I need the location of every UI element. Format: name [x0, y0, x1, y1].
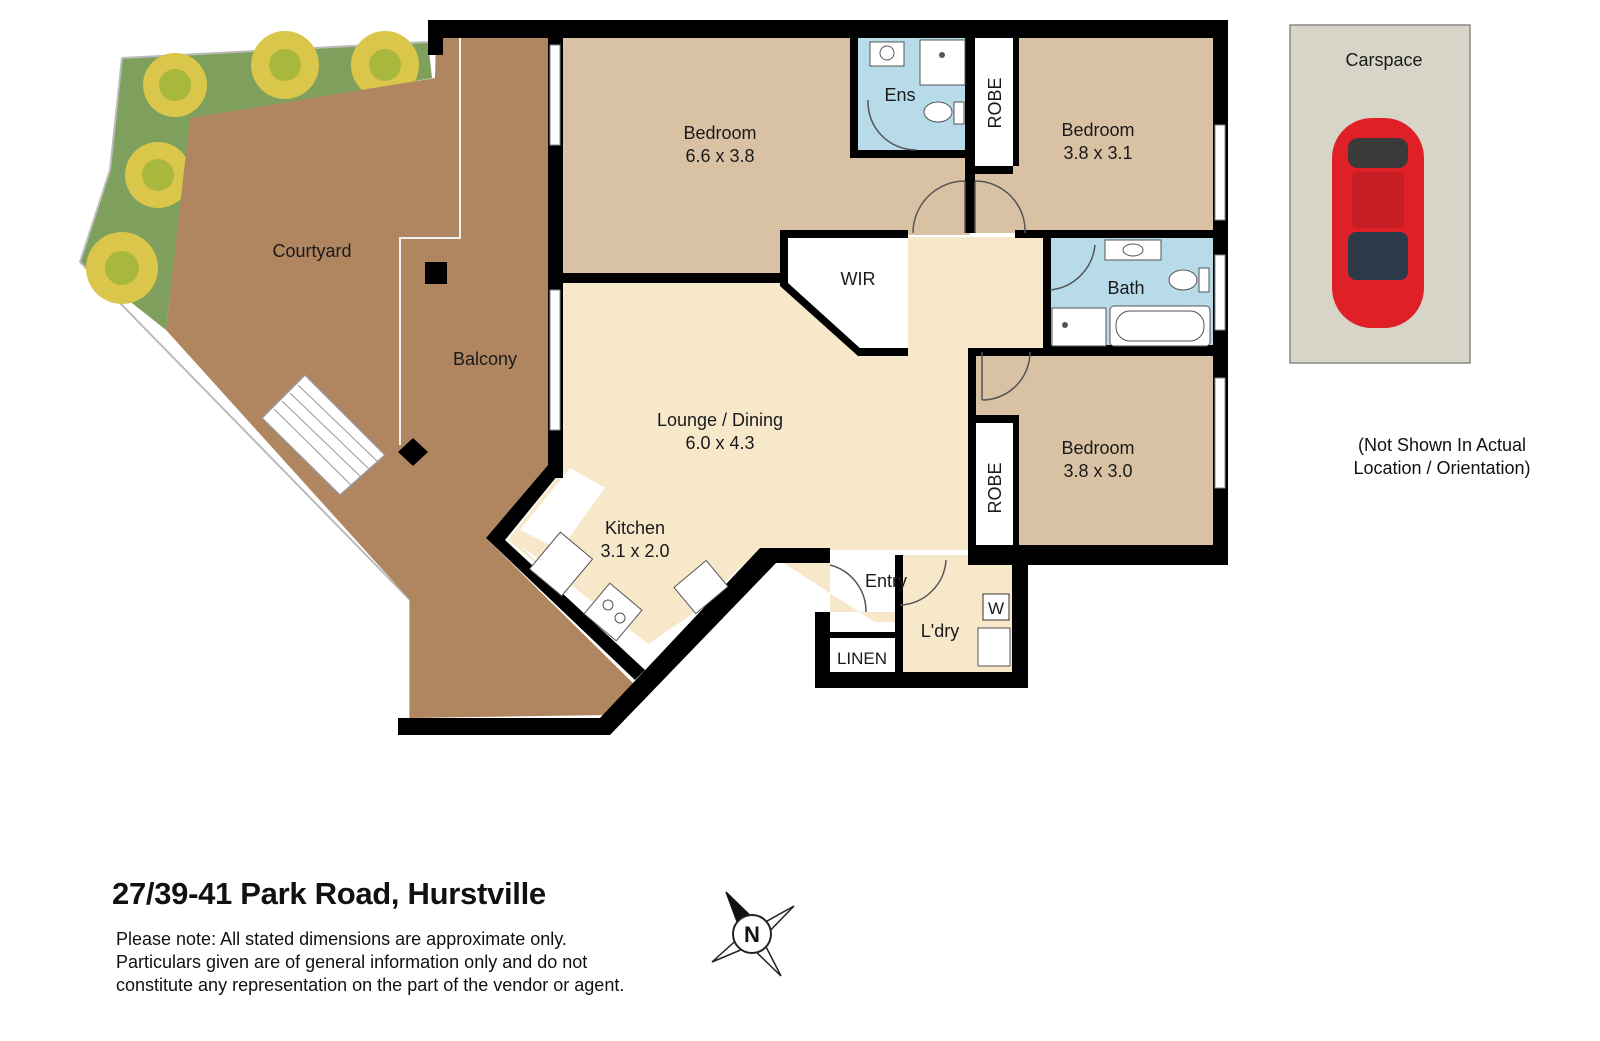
room-size-kitchen: 3.1 x 2.0	[600, 541, 669, 561]
fridge-icon	[673, 559, 729, 615]
courtyard-area	[166, 38, 640, 718]
compass-label: N	[744, 922, 760, 947]
washer-label: W	[988, 599, 1004, 618]
plant-icon	[351, 31, 419, 99]
windows	[549, 44, 1226, 489]
room-size-bedroom-3: 3.8 x 3.0	[1063, 461, 1132, 481]
stairs	[260, 373, 387, 497]
shower-icon	[1051, 307, 1107, 347]
compass-icon	[711, 891, 795, 977]
carspace-note-line1: (Not Shown In Actual	[1357, 435, 1527, 455]
wir-fill	[785, 233, 908, 352]
room-label-linen: LINEN	[837, 649, 887, 668]
room-size-bedroom-2: 3.8 x 3.1	[1063, 143, 1132, 163]
room-label-bedroom-2: Bedroom	[1061, 120, 1134, 140]
disclaimer-line1: Please note: All stated dimensions are a…	[116, 929, 567, 949]
property-address: 27/39-41 Park Road, Hurstville	[112, 876, 546, 911]
kitchen-counter	[520, 468, 605, 550]
plant-icon	[251, 31, 319, 99]
carspace-label: Carspace	[1345, 50, 1422, 70]
room-label-bath: Bath	[1107, 278, 1144, 298]
room-label-ensuite: Ens	[884, 85, 915, 105]
column	[398, 438, 428, 466]
shower-icon	[919, 39, 966, 86]
sink-icon	[528, 531, 594, 597]
room-label-laundry: L'dry	[921, 621, 959, 641]
room-size-bedroom-main: 6.6 x 3.8	[685, 146, 754, 166]
room-label-robe-2: ROBE	[985, 462, 1005, 513]
carspace-note-line2: Location / Orientation)	[1353, 458, 1531, 478]
room-label-balcony: Balcony	[453, 349, 517, 369]
bedroom-2-fill-b	[975, 166, 1015, 233]
room-label-lounge: Lounge / Dining	[657, 410, 783, 430]
toilet-icon	[1168, 267, 1210, 293]
room-label-bedroom-3: Bedroom	[1061, 438, 1134, 458]
disclaimer-line3: constitute any representation on the par…	[116, 975, 625, 995]
room-size-lounge: 6.0 x 4.3	[685, 433, 754, 453]
robe-2-fill	[975, 422, 1013, 550]
room-label-kitchen: Kitchen	[605, 518, 665, 538]
car-icon	[1332, 118, 1424, 328]
sink-icon	[1104, 239, 1162, 261]
toilet-icon	[923, 101, 965, 125]
living-fill	[508, 237, 1043, 650]
door-swings	[829, 99, 1096, 613]
bathtub-icon	[1109, 305, 1211, 347]
disclaimer-line2: Particulars given are of general informa…	[116, 952, 588, 972]
stove-icon	[583, 582, 643, 642]
linen-fill	[830, 622, 895, 672]
robe-1-fill	[975, 38, 1013, 166]
sink-icon	[869, 41, 905, 67]
laundry-sink-icon	[977, 627, 1011, 667]
plant-icon	[143, 53, 207, 117]
room-label-bedroom-main: Bedroom	[683, 123, 756, 143]
bedroom-2-fill	[1013, 38, 1213, 233]
room-label-courtyard: Courtyard	[272, 241, 351, 261]
room-label-robe-1: ROBE	[985, 77, 1005, 128]
column	[425, 262, 447, 284]
room-label-entry: Entry	[865, 571, 907, 591]
washer-icon	[982, 593, 1010, 621]
plant-icon	[125, 142, 191, 208]
plant-icon	[86, 232, 158, 304]
room-label-wir: WIR	[841, 269, 876, 289]
bedroom-main-fill-b	[850, 155, 970, 235]
